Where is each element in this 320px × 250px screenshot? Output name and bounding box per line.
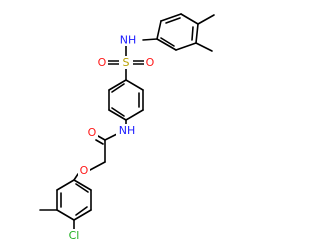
bond: [56, 209, 75, 221]
bond: [195, 42, 213, 52]
bond: [125, 109, 144, 121]
atom-o-ether: O: [80, 164, 89, 177]
atom-o-sulfonyl-left: O: [98, 56, 107, 69]
bond: [165, 17, 181, 24]
atom-nh-sulfonamide: NH: [120, 34, 137, 47]
bond: [175, 42, 197, 51]
bond: [195, 23, 199, 44]
bond: [73, 209, 92, 221]
bonds: [39, 13, 215, 231]
bond: [197, 14, 215, 25]
atom-labels: NH S O O NH O O Cl: [66, 33, 156, 242]
bond: [108, 79, 127, 91]
bond: [97, 135, 106, 141]
bond: [142, 38, 158, 41]
bond: [75, 206, 88, 216]
atom-o-carbonyl: O: [88, 126, 97, 139]
structure-svg: NH S O O NH O O Cl: [39, 13, 215, 242]
molecule-diagram: NH S O O NH O O Cl: [39, 13, 215, 242]
bond: [111, 107, 125, 117]
atom-o-sulfonyl-right: O: [146, 56, 155, 69]
atom-cl: Cl: [69, 229, 80, 242]
bond: [73, 179, 92, 191]
bond: [89, 161, 106, 171]
bond: [160, 37, 175, 47]
bond: [160, 13, 182, 22]
bond: [56, 179, 75, 191]
bond: [75, 183, 89, 193]
bond: [111, 83, 125, 93]
bond: [108, 109, 127, 121]
atom-nh-amide: NH: [119, 124, 136, 137]
atom-s: S: [123, 56, 130, 69]
bond: [125, 79, 144, 91]
bond: [180, 13, 199, 25]
bond: [156, 20, 162, 40]
bond: [73, 173, 79, 181]
bond: [191, 26, 194, 41]
bond: [156, 38, 177, 51]
bond: [95, 139, 104, 145]
